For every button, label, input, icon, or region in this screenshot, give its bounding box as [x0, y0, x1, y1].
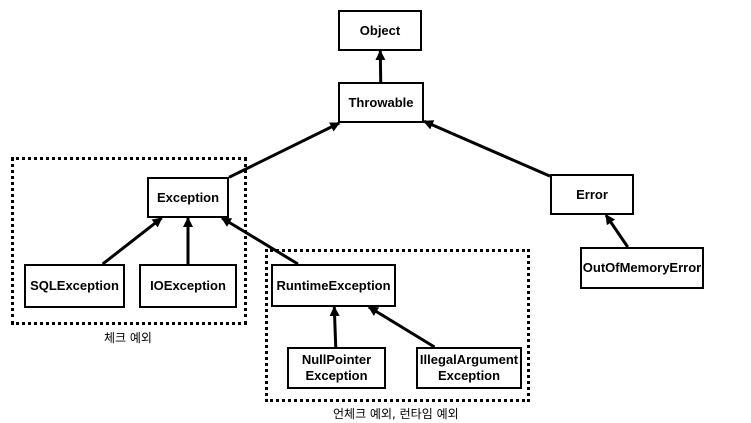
null-pointer-exception-node: NullPointer Exception	[287, 347, 386, 389]
arrow-null_pointer_exception-to-runtime_exception	[329, 306, 340, 348]
sql-exception-node: SQLException	[24, 264, 125, 308]
checked-exception-label: 체크 예외	[104, 331, 152, 345]
unchecked-exception-group	[265, 249, 530, 402]
throwable-node: Throwable	[338, 82, 424, 123]
runtime-exception-node: RuntimeException	[271, 264, 396, 307]
exception-node: Exception	[147, 177, 229, 218]
arrow-runtime_exception-to-exception	[221, 216, 299, 266]
arrow-exception-to-throwable	[228, 121, 341, 179]
unchecked-exception-label: 언체크 예외, 런타임 예외	[333, 407, 459, 421]
arrow-illegal_argument_exception-to-runtime_exception	[367, 305, 436, 349]
illegal-argument-exception-node: IllegalArgument Exception	[416, 347, 522, 389]
arrow-out_of_memory_error-to-error	[604, 214, 629, 248]
arrow-sql_exception-to-exception	[101, 216, 163, 266]
checked-exception-group	[11, 157, 247, 325]
io-exception-node: IOException	[139, 264, 237, 308]
error-node: Error	[550, 174, 634, 215]
out-of-memory-error-node: OutOfMemoryError	[580, 247, 704, 289]
object-node: Object	[338, 10, 422, 51]
arrow-error-to-throwable	[423, 119, 551, 178]
